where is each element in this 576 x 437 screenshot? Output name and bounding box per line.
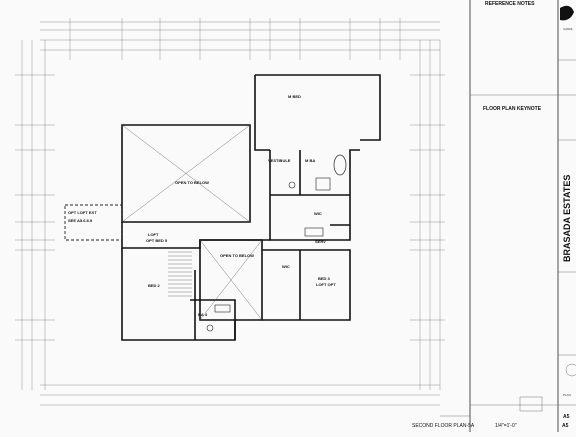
- plan-footer: SECOND FLOOR PLAN-5A 1/4"=1'-0" A5: [412, 396, 569, 429]
- svg-text:CANDL: CANDL: [563, 27, 574, 31]
- vanity-icon: [304, 227, 324, 237]
- open-below-marks: [121, 124, 263, 321]
- sheet-id: A5: [562, 423, 569, 429]
- keynote-list: FLOOR PLAN KEYNOTE: [483, 106, 542, 112]
- reference-notes-heading: REFERENCE NOTES: [485, 1, 535, 7]
- company-logo: [560, 5, 574, 21]
- room-label-wic-2: WIC: [282, 264, 290, 269]
- room-labels: M BED VESTIBULE M BA OPEN TO BELOW OPT L…: [68, 94, 336, 317]
- room-label-m-bed: M BED: [288, 94, 301, 99]
- room-label-opt-loft-ext: OPT LOFT EXT: [68, 210, 97, 215]
- plan-scale: 1/4"=1'-0": [495, 423, 517, 429]
- room-label-m-ba: M BA: [305, 158, 315, 163]
- room-label-ba-4: BA 4: [198, 312, 208, 317]
- room-label-vestibule: VESTIBULE: [268, 158, 291, 163]
- shower-icon: [315, 177, 331, 191]
- room-label-loft: LOFT: [148, 232, 159, 237]
- toilet-icon: [206, 324, 214, 332]
- stair-run: [168, 251, 192, 297]
- room-label-serv: SERV: [315, 239, 326, 244]
- keynote-heading: FLOOR PLAN KEYNOTE: [483, 106, 542, 112]
- dimension-lines: [15, 18, 445, 406]
- project-name: BRASADA ESTATES: [562, 175, 572, 262]
- room-label-open-below-1: OPEN TO BELOW: [175, 180, 209, 185]
- fixtures: [206, 154, 347, 332]
- room-label-bed-3: BED 3: [318, 276, 331, 281]
- room-label-loft-sub: OPT BED 5: [146, 238, 168, 243]
- reference-notes: REFERENCE NOTES: [485, 1, 535, 7]
- bathtub-icon: [333, 154, 347, 176]
- toilet-icon: [288, 181, 296, 189]
- svg-text:A5: A5: [563, 414, 570, 420]
- svg-text:PLAN: PLAN: [563, 393, 571, 397]
- room-label-open-below-2: OPEN TO BELOW: [220, 253, 254, 258]
- sink-icon: [214, 304, 231, 313]
- title-block: CANDL BRASADA ESTATES PLAN A5: [469, 0, 576, 432]
- plan-title: SECOND FLOOR PLAN-5A: [412, 423, 475, 429]
- room-label-opt-loft-ref: SEE A5.6.8.9: [68, 218, 93, 223]
- room-label-wic: WIC: [314, 211, 322, 216]
- room-label-bed-2: BED 2: [148, 283, 161, 288]
- room-label-bed-3-sub: LOFT OPT: [316, 282, 336, 287]
